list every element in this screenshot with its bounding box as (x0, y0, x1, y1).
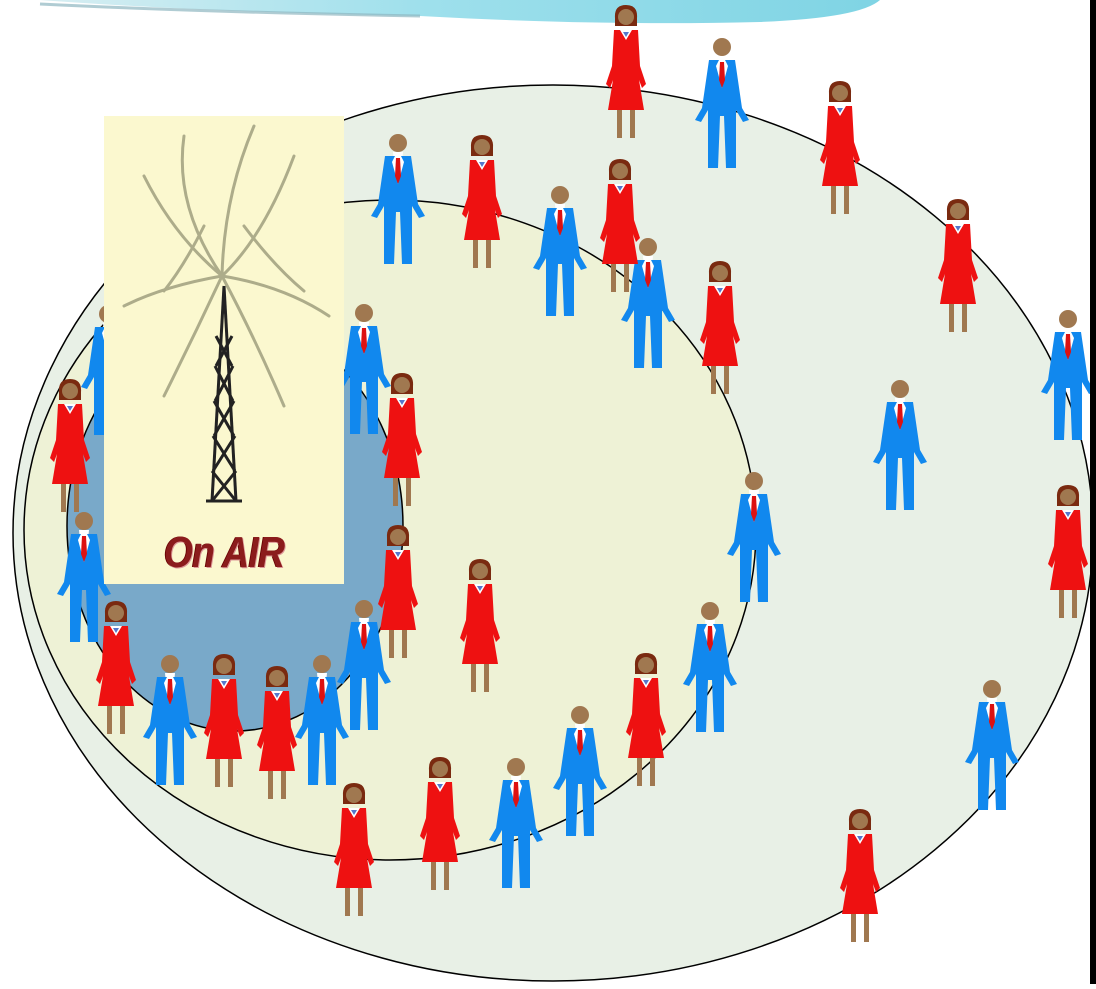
woman-figure-icon (460, 559, 500, 692)
woman-figure-icon (204, 654, 244, 787)
sky-strip-edge (39, 2, 421, 18)
woman-figure-icon (938, 199, 978, 332)
man-figure-icon (553, 706, 607, 836)
woman-figure-icon (382, 373, 422, 506)
woman-figure-icon (700, 261, 740, 394)
woman-figure-icon (626, 653, 666, 786)
man-figure-icon (695, 38, 749, 168)
woman-figure-icon (820, 81, 860, 214)
right-edge-bar (1090, 0, 1096, 984)
man-figure-icon (295, 655, 349, 785)
woman-figure-icon (334, 783, 374, 916)
woman-figure-icon (420, 757, 460, 890)
on-air-label: On AIR (163, 528, 285, 577)
woman-figure-icon (257, 666, 297, 799)
radio-tower-icon (122, 124, 331, 503)
man-figure-icon (965, 680, 1019, 810)
man-figure-icon (727, 472, 781, 602)
woman-figure-icon (840, 809, 880, 942)
woman-figure-icon (378, 525, 418, 658)
man-figure-icon (873, 380, 927, 510)
woman-figure-icon (606, 5, 646, 138)
people-layer (50, 5, 1095, 942)
woman-figure-icon (600, 159, 640, 292)
man-figure-icon (371, 134, 425, 264)
on-air-sign: On AIR (104, 116, 344, 584)
man-figure-icon (143, 655, 197, 785)
woman-figure-icon (96, 601, 136, 734)
woman-figure-icon (50, 379, 90, 512)
sky-strip (40, 0, 880, 24)
man-figure-icon (57, 512, 111, 642)
man-figure-icon (337, 304, 391, 434)
man-figure-icon (683, 602, 737, 732)
man-figure-icon (1041, 310, 1095, 440)
man-figure-icon (533, 186, 587, 316)
man-figure-icon (489, 758, 543, 888)
man-figure-icon (337, 600, 391, 730)
man-figure-icon (621, 238, 675, 368)
woman-figure-icon (1048, 485, 1088, 618)
woman-figure-icon (462, 135, 502, 268)
